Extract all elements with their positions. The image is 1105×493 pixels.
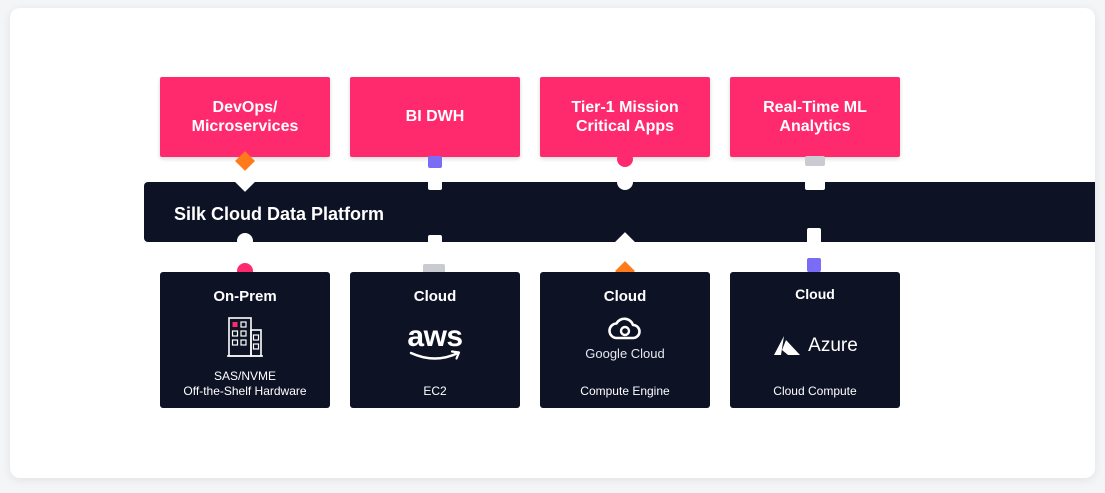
platform-notch-dot-bottom — [237, 233, 253, 249]
google-cloud-icon: Google Cloud — [540, 316, 710, 361]
platform-notch-dot — [617, 174, 633, 190]
connector-gray-bar-bottom — [423, 264, 445, 274]
infra-title: Cloud — [603, 288, 647, 305]
connector-gray-bar-top — [805, 156, 825, 166]
infra-azure: Cloud Azure Cloud Compute — [730, 272, 900, 408]
infra-title: Cloud — [795, 286, 835, 302]
infra-on-prem: On-Prem SAS/NVME Off-the-Shelf Hardware — [160, 272, 330, 408]
use-case-devops: DevOps/ Microservices — [160, 77, 330, 157]
platform-notch-square-bottom — [428, 235, 442, 249]
platform-label: Silk Cloud Data Platform — [174, 204, 385, 224]
use-case-ml-analytics: Real-Time ML Analytics — [730, 77, 900, 157]
connector-pink-dot-top — [617, 151, 633, 167]
connector-purple-square-top — [428, 156, 442, 168]
azure-logo-icon: Azure — [730, 334, 900, 358]
diagram-card: DevOps/ Microservices BI DWH Tier-1 Miss… — [10, 8, 1095, 478]
infra-subtitle: Cloud Compute — [773, 384, 857, 399]
infra-subtitle: EC2 — [423, 384, 447, 399]
aws-logo-icon: aws — [350, 322, 520, 362]
connector-purple-square-bottom — [807, 258, 821, 272]
platform-notch-bar — [805, 176, 825, 190]
platform-bar — [144, 182, 1095, 242]
infra-google-cloud: Cloud Google Cloud Compute Engine — [540, 272, 710, 408]
building-icon — [160, 314, 330, 360]
infra-subtitle: Compute Engine — [580, 384, 670, 399]
use-case-tier1: Tier-1 Mission Critical Apps — [540, 77, 710, 157]
infra-subtitle: SAS/NVME Off-the-Shelf Hardware — [183, 368, 307, 399]
infra-title: On-Prem — [213, 288, 277, 305]
platform-notch-bar-bottom — [807, 228, 821, 244]
infra-title: Cloud — [413, 288, 457, 305]
use-case-bi-dwh: BI DWH — [350, 77, 520, 157]
platform-notch-square — [428, 176, 442, 190]
infra-aws: Cloud aws EC2 — [350, 272, 520, 408]
